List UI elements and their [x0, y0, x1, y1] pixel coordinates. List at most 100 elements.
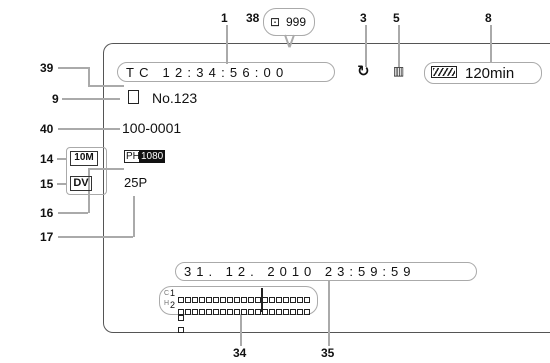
audio-meter-cell — [206, 309, 212, 315]
audio-meter-cell — [276, 297, 282, 303]
timecode: TC 12:34:56:00 — [126, 65, 289, 80]
audio-meter-cell — [234, 309, 240, 315]
pause-icon: ▥ — [393, 64, 405, 78]
leader-line-17-b — [133, 196, 135, 237]
leader-line-40 — [58, 128, 120, 130]
callout-40: 40 — [40, 122, 54, 136]
audio-meter-cell — [220, 297, 226, 303]
file-icon — [128, 90, 139, 104]
audio-meter-cell — [262, 297, 268, 303]
leader-line-9 — [62, 98, 120, 100]
audio-meter-cell — [241, 297, 247, 303]
audio-meter-cell — [255, 297, 261, 303]
photo-count-callout: ⊡ 999 — [263, 8, 315, 36]
file-number: No.123 — [152, 90, 198, 106]
callout-3: 3 — [360, 11, 367, 25]
leader-line-39-b — [88, 67, 90, 85]
audio-meter-cell — [185, 297, 191, 303]
battery-time: 120min — [465, 65, 515, 82]
leader-line-35 — [328, 280, 330, 346]
audio-ch1-level — [178, 290, 317, 321]
leader-line-16-a — [58, 212, 88, 214]
display-frame — [103, 43, 550, 333]
audio-meter-cell — [304, 309, 310, 315]
leader-line-5 — [398, 25, 400, 67]
audio-meter-cell — [255, 309, 261, 315]
audio-meter-cell — [192, 297, 198, 303]
audio-meter-cell — [192, 309, 198, 315]
leader-line-3 — [365, 25, 367, 67]
audio-meter-cell — [185, 309, 191, 315]
recording-mode: DV — [73, 177, 89, 189]
audio-ch-label-mid: H — [164, 300, 170, 307]
callout-1: 1 — [221, 11, 228, 25]
audio-meter-cell — [276, 309, 282, 315]
callout-17: 17 — [40, 230, 54, 244]
timecode-pill: TC 12:34:56:00 — [117, 62, 335, 82]
audio-ch2-label: 2 — [170, 300, 176, 310]
leader-line-15 — [57, 183, 66, 185]
audio-meter-cell — [269, 297, 275, 303]
datetime: 31. 12. 2010 23:59:59 — [184, 264, 416, 279]
audio-meter: C H 1 2 — [159, 286, 318, 333]
leader-line-39-c — [88, 85, 124, 87]
audio-meter-cell — [220, 309, 226, 315]
audio-ch2-level — [178, 302, 317, 333]
audio-peak-marker — [261, 288, 263, 312]
leader-line-1 — [226, 25, 228, 64]
photo-size-badge: 10M — [70, 151, 98, 166]
audio-meter-cell — [199, 297, 205, 303]
callout-9: 9 — [52, 92, 59, 106]
audio-ch-label-top: C — [164, 290, 170, 297]
audio-meter-cell — [206, 297, 212, 303]
audio-meter-cell — [178, 327, 184, 333]
audio-meter-cell — [283, 309, 289, 315]
callout-35: 35 — [321, 346, 335, 360]
audio-meter-cell — [262, 309, 268, 315]
audio-meter-cell — [297, 297, 303, 303]
callout-39: 39 — [40, 61, 54, 75]
rotate-icon: ↻ — [357, 63, 370, 80]
battery-pill: 120min — [424, 62, 542, 84]
audio-meter-cell — [241, 309, 247, 315]
leader-line-34 — [240, 314, 242, 346]
audio-meter-cell — [178, 309, 184, 315]
audio-ch1-label: 1 — [170, 288, 176, 298]
callout-16: 16 — [40, 206, 54, 220]
photo-icon: ⊡ — [270, 15, 281, 29]
battery-icon — [431, 66, 457, 78]
audio-meter-cell — [199, 309, 205, 315]
photo-count: 999 — [286, 15, 307, 29]
callout-8: 8 — [485, 11, 492, 25]
audio-meter-cell — [178, 297, 184, 303]
audio-meter-cell — [248, 309, 254, 315]
audio-meter-cell — [290, 309, 296, 315]
audio-meter-cell — [283, 297, 289, 303]
audio-meter-cell — [178, 315, 184, 321]
mode-group — [66, 147, 107, 195]
callout-34: 34 — [233, 346, 247, 360]
leader-line-14 — [57, 158, 66, 160]
audio-meter-cell — [297, 309, 303, 315]
leader-line-39-a — [58, 67, 88, 69]
folder-number: 100-0001 — [122, 120, 182, 136]
audio-meter-cell — [227, 297, 233, 303]
callout-14: 14 — [40, 152, 54, 166]
audio-meter-cell — [234, 297, 240, 303]
callout-15: 15 — [40, 177, 54, 191]
leader-line-17-a — [58, 236, 133, 238]
audio-meter-cell — [248, 297, 254, 303]
recording-mode-badge: DV — [70, 176, 92, 191]
audio-meter-cell — [290, 297, 296, 303]
audio-meter-cell — [227, 309, 233, 315]
callout-38: 38 — [246, 11, 260, 25]
audio-meter-cell — [213, 309, 219, 315]
callout-5: 5 — [393, 11, 400, 25]
audio-meter-cell — [213, 297, 219, 303]
frame-rate: 25P — [124, 175, 148, 190]
photo-size: 10M — [74, 152, 94, 163]
audio-meter-cell — [304, 297, 310, 303]
resolution-badge: 1080 — [139, 150, 166, 163]
datetime-pill: 31. 12. 2010 23:59:59 — [175, 262, 477, 281]
leader-line-8 — [490, 25, 492, 63]
